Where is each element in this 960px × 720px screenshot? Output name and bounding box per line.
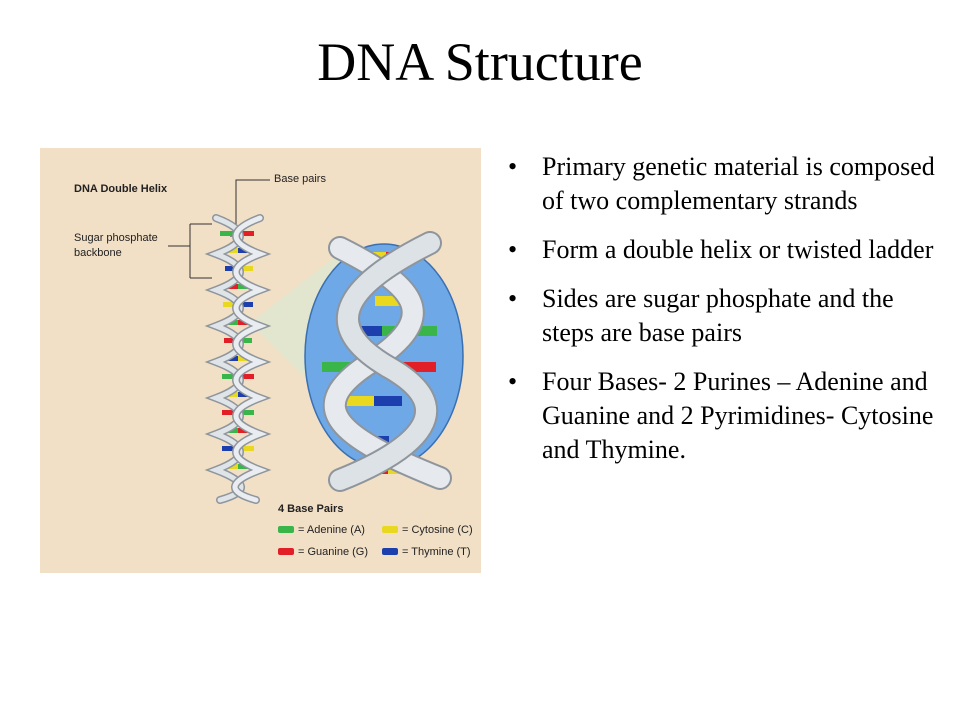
helix-bar: [222, 410, 238, 415]
helix-bar: [238, 410, 254, 415]
helix-bar: [238, 338, 252, 343]
bullet-glyph: •: [508, 284, 518, 313]
label-base-pairs: Base pairs: [274, 173, 326, 185]
bullet-text: Primary genetic material is composed of …: [542, 152, 935, 215]
helix-bar: [222, 446, 238, 451]
bullet-item: • Four Bases- 2 Purines – Adenine and Gua…: [505, 365, 945, 467]
zoom-bar: [340, 396, 374, 406]
bullet-item: • Sides are sugar phosphate and the steps…: [505, 282, 945, 350]
legend-title: 4 Base Pairs: [278, 503, 343, 515]
zoom-bar: [375, 296, 405, 306]
helix-bar: [225, 266, 239, 271]
legend-cytosine-label: = Cytosine (C): [402, 524, 473, 536]
bullet-glyph: •: [508, 235, 518, 264]
figure-heading: DNA Double Helix: [74, 183, 168, 195]
legend-cytosine: = Cytosine (C): [382, 524, 473, 536]
helix-strands: [204, 214, 272, 504]
helix-bar: [222, 374, 238, 379]
zoom-bar: [374, 396, 402, 406]
helix-bar: [239, 266, 253, 271]
bullet-text: Four Bases- 2 Purines – Adenine and Guan…: [542, 367, 934, 464]
helix-bar: [238, 374, 254, 379]
label-backbone-2: backbone: [74, 247, 122, 259]
helix-bar: [223, 302, 238, 307]
legend-thymine-label: = Thymine (T): [402, 546, 471, 558]
legend-thymine: = Thymine (T): [382, 546, 471, 558]
dna-illustration: DNA Double Helix Base pairs Sugar phosph…: [40, 148, 481, 573]
adenine-swatch: [278, 526, 294, 533]
helix-bar: [238, 302, 253, 307]
dna-figure: DNA Double Helix Base pairs Sugar phosph…: [40, 148, 481, 573]
zoom-ribbons: [323, 231, 452, 492]
bullet-glyph: •: [508, 152, 518, 181]
helix-bar: [220, 231, 237, 236]
helix-bar: [237, 231, 254, 236]
helix-bar: [224, 338, 238, 343]
bullet-list: • Primary genetic material is composed of…: [505, 150, 945, 482]
legend-guanine-label: = Guanine (G): [298, 546, 368, 558]
thymine-swatch: [382, 548, 398, 555]
label-backbone-1: Sugar phosphate: [74, 232, 158, 244]
legend-guanine: = Guanine (G): [278, 546, 368, 558]
cytosine-swatch: [382, 526, 398, 533]
bullet-text: Form a double helix or twisted ladder: [542, 235, 934, 264]
legend-adenine-label: = Adenine (A): [298, 524, 365, 536]
slide-title: DNA Structure: [317, 32, 643, 92]
helix-bar: [238, 446, 254, 451]
legend-adenine: = Adenine (A): [278, 524, 365, 536]
bullet-text: Sides are sugar phosphate and the steps …: [542, 284, 894, 347]
bullet-item: • Form a double helix or twisted ladder: [505, 233, 945, 267]
bullet-item: • Primary genetic material is composed of…: [505, 150, 945, 218]
guanine-swatch: [278, 548, 294, 555]
bullet-glyph: •: [508, 367, 518, 396]
